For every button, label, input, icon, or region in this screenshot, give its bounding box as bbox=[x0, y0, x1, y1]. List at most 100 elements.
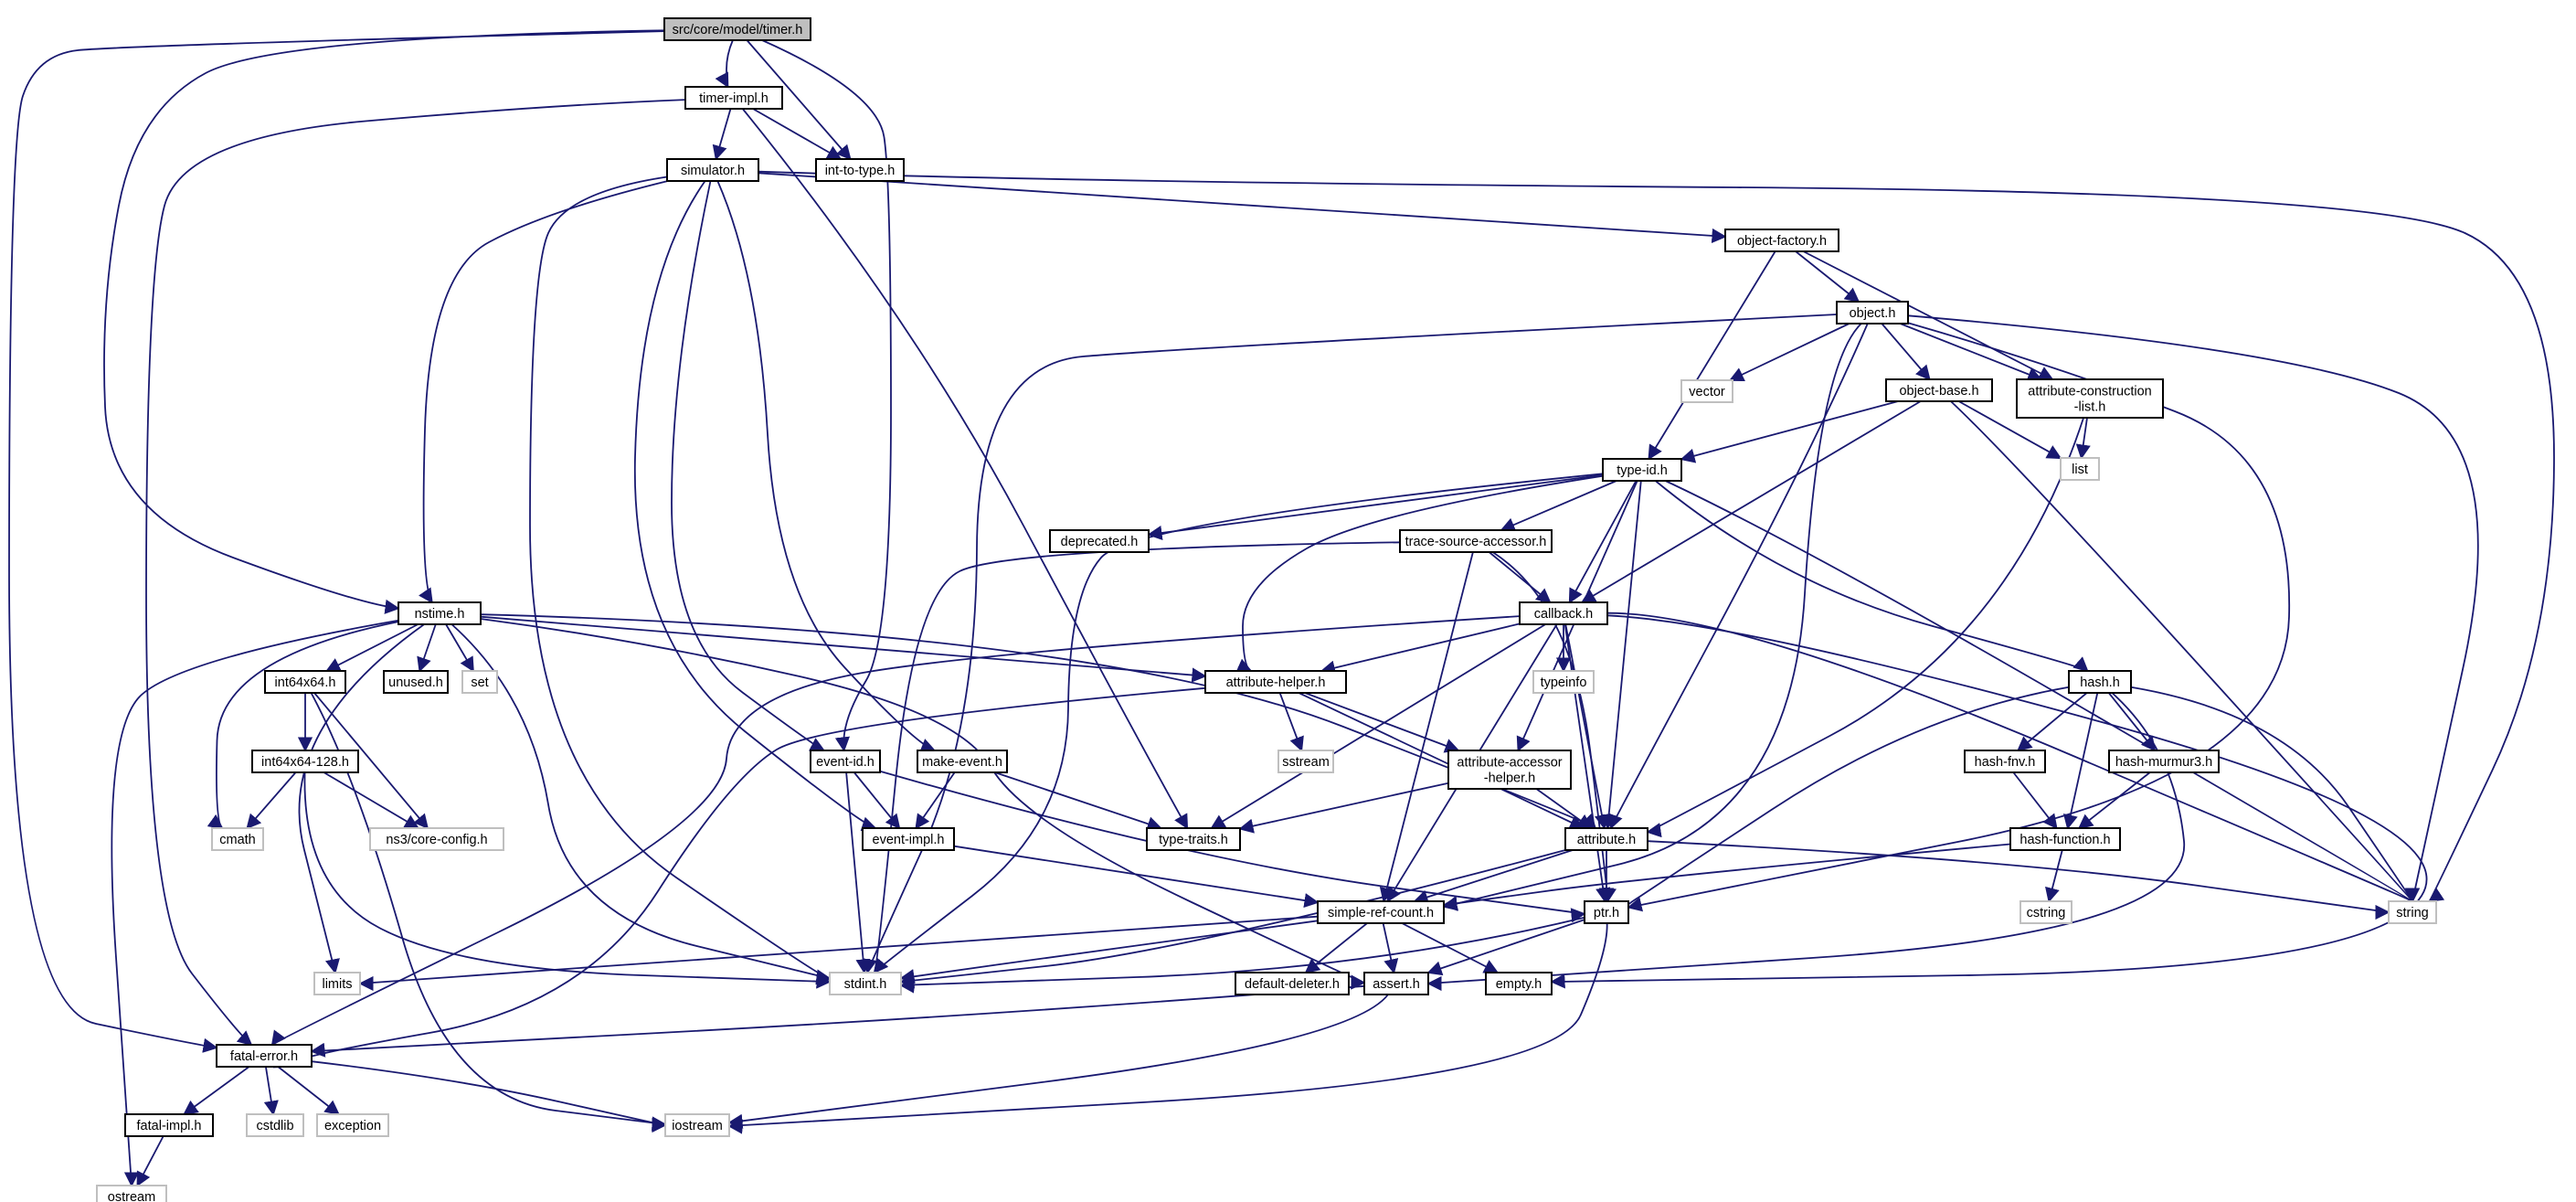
node-nstime[interactable]: nstime.h bbox=[398, 601, 482, 625]
node-box bbox=[2016, 378, 2164, 419]
node-list: list bbox=[2060, 457, 2100, 481]
edge-simplerc-to-stdint bbox=[899, 920, 1319, 984]
edge-hash-to-hashfnv bbox=[2017, 692, 2088, 752]
edge-typeid-to-tracesrc bbox=[1500, 480, 1617, 532]
edge-timer-to-inttotype bbox=[746, 39, 852, 161]
edge-attrhelper-to-attracc bbox=[1304, 692, 1460, 753]
node-box bbox=[124, 1113, 214, 1137]
node-label: callback.h bbox=[1534, 607, 1593, 622]
node-label: stdint.h bbox=[844, 977, 887, 992]
edge-timer-to-fatalerror bbox=[8, 30, 665, 1053]
edge-object-to-objbase bbox=[1881, 323, 1931, 381]
edge-int128-to-coreconfig bbox=[323, 771, 420, 829]
edge-typeid-to-hash bbox=[1655, 480, 2089, 673]
node-box bbox=[216, 1044, 313, 1068]
node-box bbox=[2009, 827, 2121, 851]
node-attracc[interactable]: attribute-accessor-helper.h bbox=[1447, 750, 1572, 790]
node-label: limits bbox=[322, 977, 352, 992]
node-box bbox=[1235, 972, 1350, 995]
node-timerimpl[interactable]: timer-impl.h bbox=[684, 86, 783, 110]
node-box bbox=[211, 827, 264, 851]
edge-callback-to-string bbox=[1606, 612, 2418, 903]
node-label: cstring bbox=[2027, 906, 2066, 920]
node-label: assert.h bbox=[1373, 977, 1420, 992]
node-box bbox=[663, 17, 811, 41]
node-box bbox=[398, 601, 482, 625]
node-hashfunc[interactable]: hash-function.h bbox=[2009, 827, 2121, 851]
node-makeevent[interactable]: make-event.h bbox=[917, 750, 1008, 773]
edge-eventimpl-to-simplerc bbox=[953, 845, 1320, 909]
node-tracesrc[interactable]: trace-source-accessor.h bbox=[1399, 529, 1553, 553]
edge-hashfunc-to-cstring bbox=[2045, 849, 2063, 903]
node-simplerc[interactable]: simple-ref-count.h bbox=[1317, 900, 1445, 924]
edge-fatalerror-to-cstdlib bbox=[263, 1066, 279, 1116]
edge-typeid-to-callback bbox=[1568, 480, 1638, 604]
node-box bbox=[313, 972, 361, 995]
node-stdint: stdint.h bbox=[829, 972, 902, 995]
node-defdel[interactable]: default-deleter.h bbox=[1235, 972, 1350, 995]
node-label: fatal-error.h bbox=[230, 1049, 298, 1064]
node-box bbox=[1724, 229, 1839, 252]
node-eventimpl[interactable]: event-impl.h bbox=[862, 827, 955, 851]
node-label: src/core/model/timer.h bbox=[673, 23, 803, 37]
node-label: type-id.h bbox=[1617, 463, 1668, 478]
edge-ptr-to-assert bbox=[1426, 919, 1585, 976]
node-attribute[interactable]: attribute.h bbox=[1564, 827, 1648, 851]
node-object[interactable]: object.h bbox=[1836, 301, 1909, 324]
node-int64x64[interactable]: int64x64.h bbox=[264, 670, 346, 694]
edge-nstime-to-stdint bbox=[451, 623, 832, 984]
edge-callback-to-fatalerror bbox=[270, 615, 1521, 1047]
node-assert[interactable]: assert.h bbox=[1363, 972, 1429, 995]
node-box bbox=[1447, 750, 1572, 790]
node-box bbox=[1399, 529, 1553, 553]
node-box bbox=[1602, 458, 1682, 482]
node-box bbox=[1049, 529, 1150, 553]
node-label: int64x64-128.h bbox=[261, 755, 349, 770]
node-box bbox=[810, 750, 881, 773]
node-label: exception bbox=[324, 1119, 381, 1133]
node-label: hash-fnv.h bbox=[1975, 755, 2036, 770]
node-inttotype[interactable]: int-to-type.h bbox=[815, 158, 905, 182]
node-unused[interactable]: unused.h bbox=[383, 670, 449, 694]
node-box bbox=[316, 1113, 389, 1137]
node-empty[interactable]: empty.h bbox=[1485, 972, 1553, 995]
edge-objbase-to-typeid bbox=[1680, 400, 1899, 463]
node-box bbox=[917, 750, 1008, 773]
node-label: object-base.h bbox=[1899, 384, 1978, 399]
node-attrcons[interactable]: attribute-construction-list.h bbox=[2016, 378, 2164, 419]
edge-object-to-string bbox=[1907, 314, 2479, 903]
node-label: cstdlib bbox=[256, 1119, 293, 1133]
edge-hash-to-string bbox=[2130, 686, 2420, 903]
node-ptr[interactable]: ptr.h bbox=[1584, 900, 1629, 924]
edge-simulator-to-eventid bbox=[671, 180, 826, 751]
node-simulator[interactable]: simulator.h bbox=[666, 158, 759, 182]
node-fatalerror[interactable]: fatal-error.h bbox=[216, 1044, 313, 1068]
node-deprecated[interactable]: deprecated.h bbox=[1049, 529, 1150, 553]
edge-nstime-to-int64x64 bbox=[325, 623, 419, 672]
edge-objfactory-to-attrcons bbox=[1802, 250, 2054, 380]
node-box bbox=[684, 86, 783, 110]
node-box bbox=[246, 1113, 304, 1137]
node-box bbox=[1680, 379, 1733, 403]
node-attrhelper[interactable]: attribute-helper.h bbox=[1204, 670, 1347, 694]
node-hash[interactable]: hash.h bbox=[2068, 670, 2132, 694]
node-objbase[interactable]: object-base.h bbox=[1885, 378, 1993, 402]
node-hashfnv[interactable]: hash-fnv.h bbox=[1964, 750, 2046, 773]
edge-int128-to-stdint bbox=[303, 771, 832, 989]
nodes-layer: src/core/model/timer.h timer-impl.h int-to… bbox=[96, 17, 2437, 1202]
node-typeid[interactable]: type-id.h bbox=[1602, 458, 1682, 482]
node-label: attribute.h bbox=[1577, 833, 1637, 847]
node-int128[interactable]: int64x64-128.h bbox=[251, 750, 359, 773]
node-fatalimpl[interactable]: fatal-impl.h bbox=[124, 1113, 214, 1137]
node-timer[interactable]: src/core/model/timer.h bbox=[663, 17, 811, 41]
node-typetraits[interactable]: type-traits.h bbox=[1146, 827, 1241, 851]
node-eventid[interactable]: event-id.h bbox=[810, 750, 881, 773]
node-hashmurmur[interactable]: hash-murmur3.h bbox=[2108, 750, 2220, 773]
node-cstdlib: cstdlib bbox=[246, 1113, 304, 1137]
node-label: empty.h bbox=[1496, 977, 1542, 992]
node-label: hash-function.h bbox=[2019, 833, 2110, 847]
node-objfactory[interactable]: object-factory.h bbox=[1724, 229, 1839, 252]
node-callback[interactable]: callback.h bbox=[1519, 601, 1608, 625]
edge-nstime-to-unused bbox=[417, 623, 437, 673]
edge-fatalerror-to-fatalimpl bbox=[183, 1066, 250, 1115]
